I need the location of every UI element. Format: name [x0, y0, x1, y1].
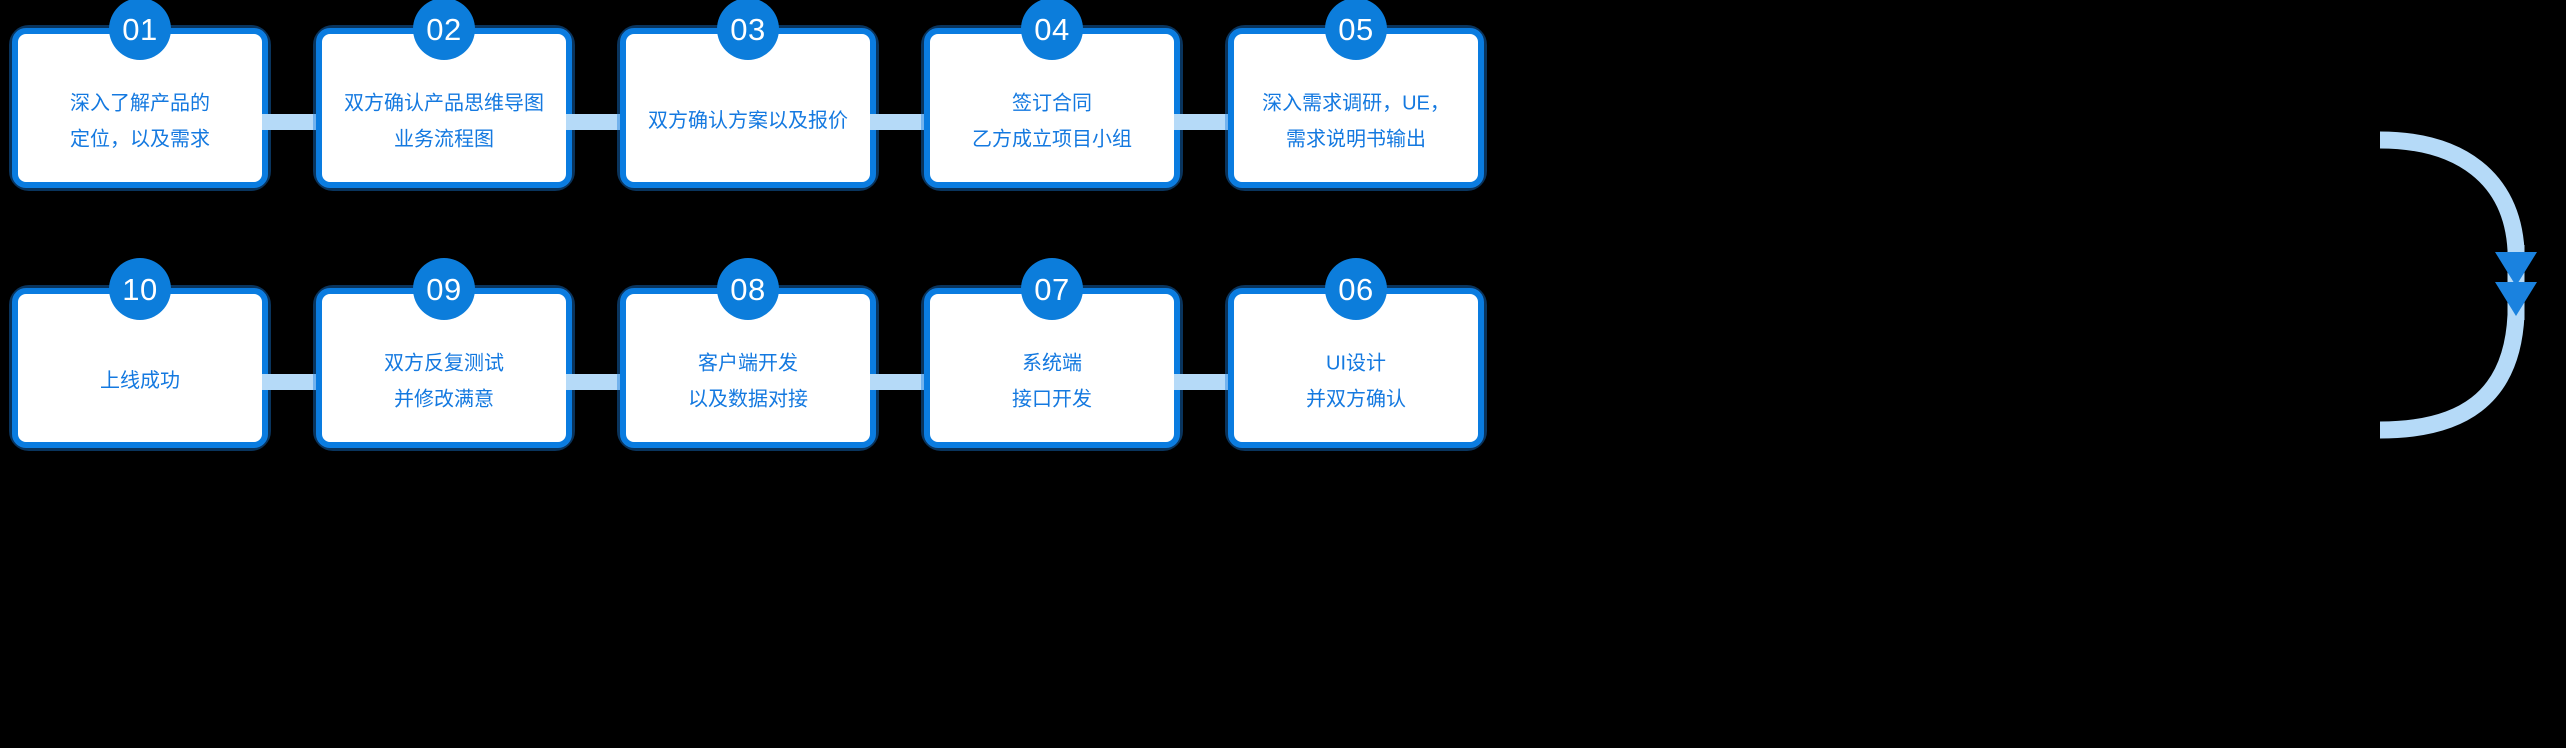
flow-step-label-line: 深入需求调研，UE，	[1262, 92, 1450, 115]
flow-step-label-line: 上线成功	[100, 370, 180, 393]
connector-06-07	[1174, 288, 1234, 448]
flow-step-label-line: 定位，以及需求	[70, 128, 210, 150]
chevron-down-icon-first	[2495, 252, 2537, 286]
connector-01-02	[262, 28, 322, 188]
chevron-down-icon-second	[2495, 282, 2537, 316]
connector-04-05	[1174, 28, 1234, 188]
flow-step-label-line: 以及数据对接	[688, 388, 808, 410]
connector-bar	[1174, 374, 1234, 390]
flow-step-label-line: 并双方确认	[1306, 388, 1406, 410]
connector-bar	[566, 374, 626, 390]
flow-step-02[interactable]: 02 双方确认产品思维导图 业务流程图	[313, 0, 575, 191]
connector-bar	[262, 114, 322, 130]
step-number-badge: 02	[413, 0, 475, 60]
flow-step-card	[1225, 25, 1487, 191]
flow-step-label-line: 深入了解产品的	[70, 92, 210, 115]
flow-step-label-line: 双方确认产品思维导图	[344, 92, 544, 115]
flow-step-label-line: 双方反复测试	[384, 352, 504, 375]
step-number-badge: 10	[109, 258, 171, 320]
connector-07-08	[870, 288, 930, 448]
connector-03-04	[870, 28, 930, 188]
flow-step-04[interactable]: 04 签订合同 乙方成立项目小组	[921, 0, 1183, 191]
flow-step-label: 签订合同 乙方成立项目小组	[934, 86, 1170, 157]
flow-step-label-line: 并修改满意	[394, 388, 494, 410]
connector-bar	[566, 114, 626, 130]
connector-02-03	[566, 28, 626, 188]
flow-step-01[interactable]: 01 深入了解产品的 定位，以及需求	[9, 0, 271, 191]
step-number-badge: 03	[717, 0, 779, 60]
flow-step-label-line: 乙方成立项目小组	[972, 128, 1132, 150]
connector-bar	[870, 114, 930, 130]
flow-step-label-line: 双方确认方案以及报价	[648, 110, 848, 133]
flow-step-06[interactable]: 06 UI设计 并双方确认	[1225, 258, 1487, 451]
wrap-around-arrow-icon	[2380, 131, 2537, 439]
flow-step-label: UI设计 并双方确认	[1238, 346, 1474, 417]
flow-step-label: 深入需求调研，UE， 需求说明书输出	[1238, 86, 1474, 157]
flow-step-03[interactable]: 03 双方确认方案以及报价	[617, 0, 879, 191]
wrap-curve-lower-segment	[2380, 314, 2525, 439]
flow-step-label: 客户端开发 以及数据对接	[630, 346, 866, 417]
connector-bar	[870, 374, 930, 390]
step-number-badge: 07	[1021, 258, 1083, 320]
flow-step-label-line: UI设计	[1326, 352, 1386, 375]
step-number-badge: 09	[413, 258, 475, 320]
connector-bar	[262, 374, 322, 390]
flow-step-label-line: 业务流程图	[394, 128, 494, 150]
flow-step-10[interactable]: 10 上线成功	[9, 258, 271, 451]
flow-step-label: 双方确认方案以及报价	[630, 104, 866, 140]
flow-step-label-line: 接口开发	[1012, 388, 1092, 410]
step-number-badge: 04	[1021, 0, 1083, 60]
flow-step-05[interactable]: 05 深入需求调研，UE， 需求说明书输出	[1225, 0, 1487, 191]
step-number-badge: 06	[1325, 258, 1387, 320]
flow-row-bottom: 10 上线成功 09 双方反复测试 并修改满意 08 客户端开发 以及数据对接	[9, 258, 2508, 451]
flow-step-label: 双方确认产品思维导图 业务流程图	[326, 86, 562, 157]
flow-step-label: 上线成功	[22, 364, 258, 400]
flow-step-label: 深入了解产品的 定位，以及需求	[22, 86, 258, 157]
flow-step-label: 双方反复测试 并修改满意	[326, 346, 562, 417]
connector-bar	[1174, 114, 1234, 130]
flow-step-label-line: 签订合同	[1012, 92, 1092, 115]
connector-08-09	[566, 288, 626, 448]
flow-step-label-line: 系统端	[1022, 352, 1082, 375]
flow-step-label-line: 客户端开发	[698, 352, 798, 375]
flow-step-label-line: 需求说明书输出	[1286, 128, 1426, 150]
step-number-badge: 08	[717, 258, 779, 320]
flow-step-08[interactable]: 08 客户端开发 以及数据对接	[617, 258, 879, 451]
flow-step-07[interactable]: 07 系统端 接口开发	[921, 258, 1183, 451]
connector-09-10	[262, 288, 322, 448]
flow-step-09[interactable]: 09 双方反复测试 并修改满意	[313, 258, 575, 451]
wrap-curve-upper-segment	[2380, 131, 2525, 251]
step-number-badge: 01	[109, 0, 171, 60]
flow-step-label: 系统端 接口开发	[934, 346, 1170, 417]
flow-row-top: 01 深入了解产品的 定位，以及需求 02 双方确认产品思维导图 业务流程图 0…	[9, 0, 2508, 191]
step-number-badge: 05	[1325, 0, 1387, 60]
